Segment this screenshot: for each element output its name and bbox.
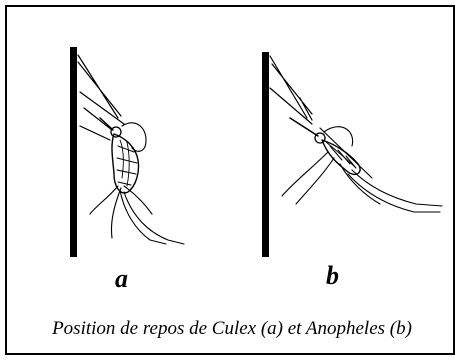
culex-leg-lower <box>90 186 166 244</box>
culex-leg-upper <box>78 55 124 124</box>
panel-label-a: a <box>115 266 128 292</box>
wall-b <box>262 52 269 257</box>
culex-wing <box>122 123 146 151</box>
anopheles-leg-lower <box>282 152 334 204</box>
panel-a-culex-drawing <box>70 47 184 257</box>
anopheles-proboscis <box>290 118 318 136</box>
wall-a <box>70 47 77 257</box>
culex-proboscis <box>100 118 113 130</box>
anopheles-body <box>322 140 360 174</box>
figure-caption: Position de repos de Culex (a) et Anophe… <box>0 318 464 340</box>
panel-label-b: b <box>326 263 339 289</box>
anopheles-leg-upper <box>270 56 312 124</box>
panel-b-anopheles-drawing <box>262 52 442 257</box>
